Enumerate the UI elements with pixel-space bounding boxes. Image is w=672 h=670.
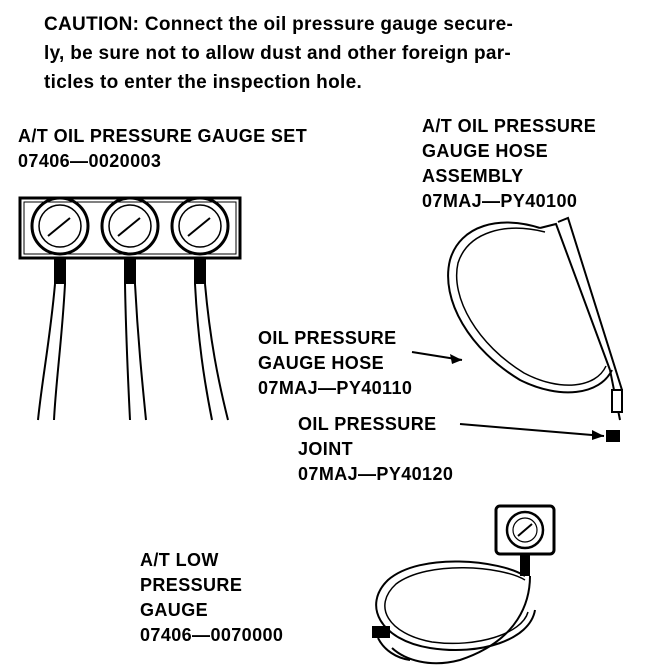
caution-note: CAUTION: Connect the oil pressure gauge … (44, 10, 644, 97)
low-pressure-gauge-label: A/T LOW PRESSURE GAUGE 07406—0070000 (140, 548, 283, 648)
joint-pointer-arrow (459, 423, 605, 440)
low-gauge-name-3: GAUGE (140, 600, 209, 620)
joint-name-2: JOINT (298, 439, 354, 459)
low-gauge-name-1: A/T LOW (140, 550, 219, 570)
gauge-set-part-number: 07406—0020003 (18, 151, 162, 171)
joint-label: OIL PRESSURE JOINT 07MAJ—PY40120 (298, 412, 453, 487)
hose-name-1: OIL PRESSURE (258, 328, 397, 348)
gauge-dial-left-icon (30, 196, 90, 256)
hose-assembly-name-3: ASSEMBLY (422, 166, 524, 186)
hose-assembly-illustration (447, 216, 623, 442)
joint-name-1: OIL PRESSURE (298, 414, 437, 434)
joint-part-number: 07MAJ—PY40120 (298, 464, 454, 484)
caution-line-3: ticles to enter the inspection hole. (44, 72, 363, 93)
hose-assembly-name-2: GAUGE HOSE (422, 141, 549, 161)
gauge-dial-middle-icon (100, 196, 160, 256)
low-gauge-part-number: 07406—0070000 (140, 625, 284, 645)
gauge-dial-right-icon (170, 196, 230, 256)
hose-assembly-name-1: A/T OIL PRESSURE (422, 116, 597, 136)
hose-label: OIL PRESSURE GAUGE HOSE 07MAJ—PY40110 (258, 326, 412, 401)
hose-assembly-part-number: 07MAJ—PY40100 (422, 191, 578, 211)
caution-line-1: CAUTION: Connect the oil pressure gauge … (44, 14, 514, 35)
low-gauge-name-2: PRESSURE (140, 575, 243, 595)
hose-part-number: 07MAJ—PY40110 (258, 378, 413, 398)
caution-line-2: ly, be sure not to allow dust and other … (44, 43, 512, 64)
hose-assembly-label: A/T OIL PRESSURE GAUGE HOSE ASSEMBLY 07M… (422, 114, 596, 214)
gauge-set-label: A/T OIL PRESSURE GAUGE SET 07406—0020003 (18, 124, 307, 174)
low-pressure-gauge-illustration (372, 504, 556, 665)
gauge-set-illustration (18, 196, 242, 421)
gauge-set-name: A/T OIL PRESSURE GAUGE SET (18, 126, 308, 146)
hose-pointer-arrow (411, 351, 463, 364)
hose-name-2: GAUGE HOSE (258, 353, 385, 373)
